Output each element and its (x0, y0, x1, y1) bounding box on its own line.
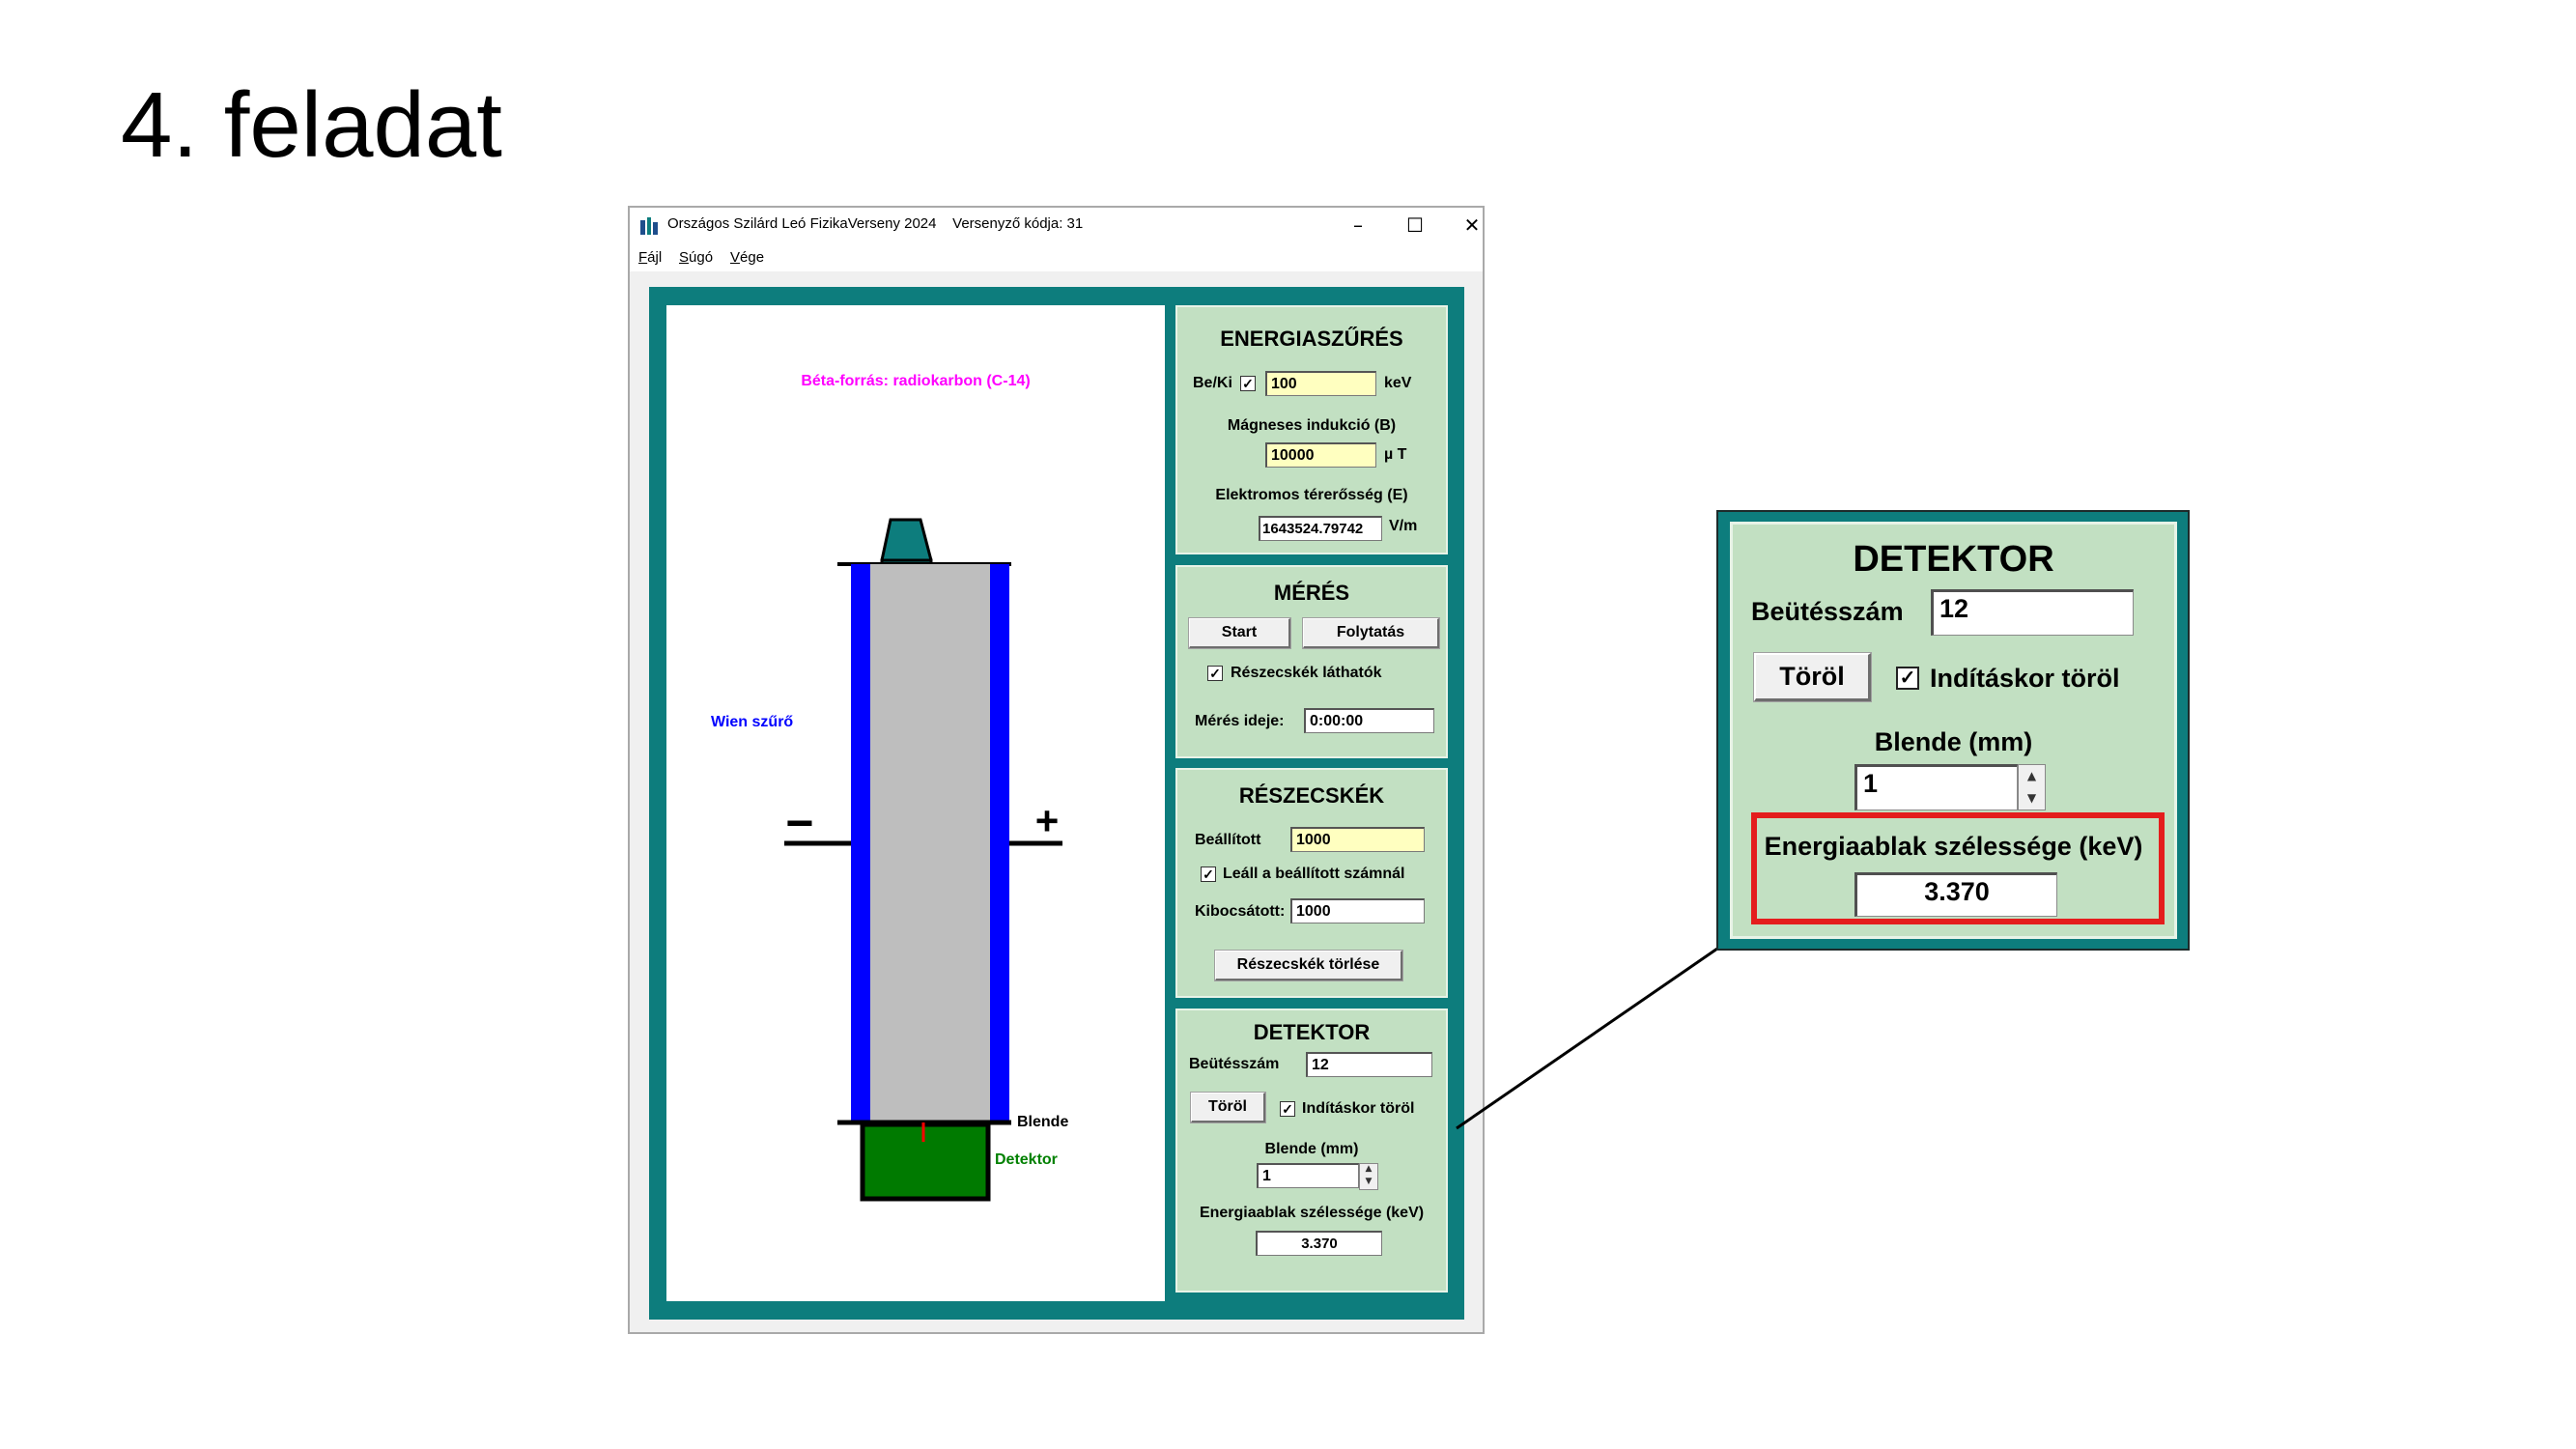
slide-title: 4. feladat (121, 73, 502, 177)
menu-bar: Fájl Súgó Vége (630, 242, 1483, 271)
menu-file-label: ájl (647, 249, 663, 266)
client-area: − + Béta-forrás: radiokarbon (C-14) Wien… (649, 287, 1464, 1320)
spin-down-icon[interactable]: ▼ (1365, 1177, 1373, 1186)
electric-field-value[interactable]: 1643524.79742 (1259, 516, 1382, 541)
energy-unit: keV (1384, 375, 1412, 391)
zoom-clear-button[interactable]: Töröl (1753, 652, 1872, 702)
clear-on-start-checkbox[interactable]: ✓ (1280, 1101, 1295, 1117)
zoom-clear-on-start-checkbox[interactable]: ✓ (1896, 667, 1919, 690)
energy-window-value: 3.370 (1256, 1231, 1382, 1256)
electric-field-label: Elektromos térerősség (E) (1215, 487, 1408, 503)
close-button[interactable]: ✕ (1463, 213, 1481, 237)
detector-box (860, 1122, 991, 1202)
app-window: Országos Szilárd Leó FizikaVerseny 2024 … (628, 206, 1485, 1334)
hit-count-label: Beütésszám (1189, 1056, 1280, 1072)
magnetic-induction-label: Mágneses indukció (B) (1227, 417, 1397, 434)
zoom-hit-count-label: Beütésszám (1751, 597, 1904, 626)
app-name: Országos Szilárd Leó FizikaVerseny 2024 (667, 215, 937, 232)
simulation-drawing: − + Béta-forrás: radiokarbon (C-14) Wien… (711, 373, 1068, 1202)
menu-file[interactable]: Fájl (638, 249, 662, 266)
zoom-energy-window-value: 3.370 (1854, 872, 2057, 917)
zoom-spin-down-icon[interactable]: ▼ (2026, 791, 2037, 805)
zoom-clear-on-start-label: Indításkor töröl (1930, 664, 2120, 693)
particles-panel: RÉSZECSKÉK Beállított 1000 ✓ Leáll a beá… (1175, 768, 1448, 998)
start-button[interactable]: Start (1188, 617, 1291, 649)
minus-sign: − (785, 796, 813, 850)
plus-sign: + (1035, 798, 1060, 843)
hit-count-value: 12 (1306, 1052, 1432, 1077)
onoff-label: Be/Ki (1193, 375, 1232, 391)
menu-end[interactable]: Vége (730, 249, 764, 266)
energy-filter-panel: ENERGIASZŰRÉS Be/Ki ✓ 100 keV Mágneses i… (1175, 305, 1448, 554)
set-count-input[interactable]: 1000 (1290, 827, 1425, 852)
aperture-input[interactable]: 1 (1257, 1163, 1359, 1188)
measurement-time-value: 0:00:00 (1304, 708, 1434, 733)
stop-at-count-label: Leáll a beállított számnál (1223, 866, 1405, 882)
measurement-time-label: Mérés ideje: (1195, 713, 1285, 729)
wien-filter-label: Wien szűrő (711, 714, 793, 730)
right-plate (990, 564, 1009, 1122)
menu-end-label: ége (740, 249, 765, 266)
particles-visible-label: Részecskék láthatók (1231, 665, 1382, 681)
detector-panel: DETEKTOR Beütésszám 12 Töröl ✓ Indításko… (1175, 1009, 1448, 1293)
source-label: Béta-forrás: radiokarbon (C-14) (801, 373, 1030, 389)
particles-visible-checkbox[interactable]: ✓ (1207, 666, 1223, 681)
energy-window-label: Energiaablak szélessége (keV) (1199, 1205, 1425, 1221)
clear-on-start-label: Indításkor töröl (1302, 1100, 1415, 1117)
competitor-code: Versenyző kódja: 31 (952, 215, 1084, 232)
magnetic-induction-unit: µ T (1384, 446, 1407, 463)
zoom-aperture-input[interactable]: 1 (1854, 764, 2018, 810)
detector-clear-button[interactable]: Töröl (1190, 1092, 1266, 1123)
menu-help[interactable]: Súgó (679, 249, 713, 266)
aperture-spinner[interactable]: ▲ ▼ (1359, 1163, 1378, 1190)
zoom-aperture-spinner[interactable]: ▲ ▼ (2018, 764, 2046, 810)
particles-title: RÉSZECSKÉK (1238, 783, 1385, 808)
detector-label: Detektor (995, 1151, 1058, 1168)
zoom-spin-up-icon[interactable]: ▲ (2026, 769, 2037, 782)
filter-chamber (851, 564, 996, 1122)
zoom-aperture-label: Blende (mm) (1874, 727, 2033, 756)
stop-at-count-checkbox[interactable]: ✓ (1201, 867, 1216, 882)
left-plate (851, 564, 870, 1122)
measurement-panel: MÉRÉS Start Folytatás ✓ Részecskék látha… (1175, 565, 1448, 758)
app-icon (640, 217, 658, 235)
emitted-value: 1000 (1290, 898, 1425, 923)
continue-button[interactable]: Folytatás (1302, 617, 1440, 649)
maximize-button[interactable]: ☐ (1406, 213, 1424, 237)
menu-help-label: úgó (689, 249, 714, 266)
zoom-detector-title: DETEKTOR (1853, 539, 2054, 580)
zoom-energy-window-label: Energiaablak szélessége (keV) (1764, 832, 2143, 861)
menu-end-accel: V (730, 249, 741, 266)
onoff-checkbox[interactable]: ✓ (1240, 376, 1256, 391)
set-count-label: Beállított (1195, 832, 1261, 848)
zoom-detector-panel: DETEKTOR Beütésszám 12 Töröl ✓ Indításko… (1730, 522, 2177, 939)
highlight-box (1751, 812, 2165, 924)
clear-particles-button[interactable]: Részecskék törlése (1214, 950, 1403, 981)
measurement-title: MÉRÉS (1273, 581, 1350, 605)
window-title: Országos Szilárd Leó FizikaVerseny 2024 … (667, 215, 1083, 232)
magnetic-induction-input[interactable]: 10000 (1265, 442, 1376, 468)
energy-input[interactable]: 100 (1265, 371, 1376, 396)
menu-help-accel: S (679, 249, 690, 266)
detector-zoom-callout: DETEKTOR Beütésszám 12 Töröl ✓ Indításko… (1716, 510, 2190, 951)
detector-title: DETEKTOR (1253, 1020, 1371, 1044)
simulation-canvas: − + Béta-forrás: radiokarbon (C-14) Wien… (666, 305, 1165, 1301)
energy-filter-title: ENERGIASZŰRÉS (1220, 327, 1403, 351)
title-bar[interactable]: Országos Szilárd Leó FizikaVerseny 2024 … (630, 208, 1483, 242)
aperture-mm-label: Blende (mm) (1264, 1141, 1359, 1157)
spin-up-icon[interactable]: ▲ (1365, 1164, 1373, 1174)
electric-field-unit: V/m (1389, 518, 1418, 534)
aperture-label: Blende (1017, 1114, 1068, 1130)
emitted-label: Kibocsátott: (1195, 903, 1286, 920)
menu-file-accel: F (638, 249, 648, 266)
minimize-button[interactable]: – (1353, 213, 1363, 237)
zoom-hit-count-value: 12 (1931, 589, 2134, 636)
